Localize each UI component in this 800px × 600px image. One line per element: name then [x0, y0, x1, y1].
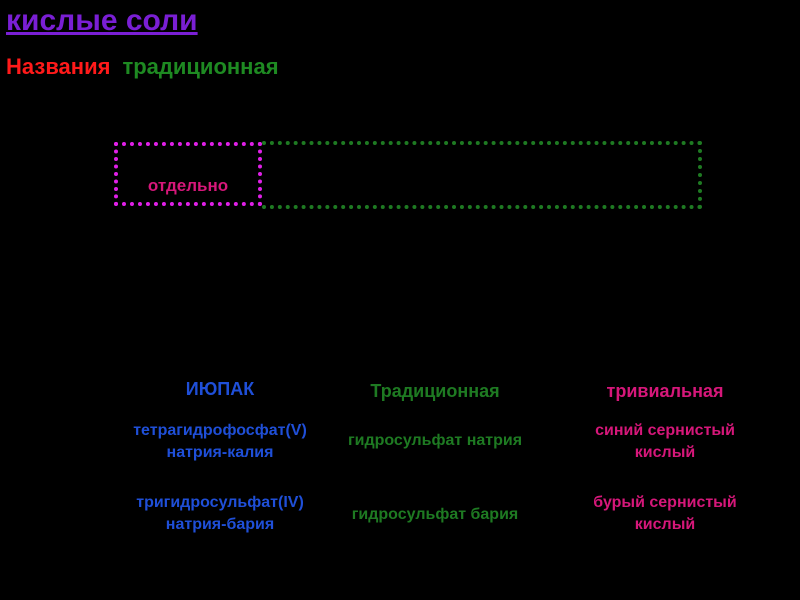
- subtitle: Названия традиционная: [6, 54, 279, 80]
- iupac-row2-line2: натрия-бария: [165, 516, 275, 533]
- trivial-row1-line1: синий сернистый: [595, 422, 735, 439]
- column-header-iupac: ИЮПАК: [120, 378, 320, 400]
- column-header-iupac-text: ИЮПАК: [185, 379, 255, 399]
- table-cell-trivial-row2: бурый сернистый кислый: [545, 492, 785, 536]
- formula-box-label: отдельно: [147, 176, 229, 195]
- iupac-row1-line1: тетрагидрофосфат(V): [133, 422, 307, 439]
- iupac-row1-line2: натрия-калия: [166, 444, 274, 461]
- column-header-traditional-text: Традиционная: [370, 381, 500, 401]
- slide-title: кислые соли: [6, 4, 198, 37]
- trivial-row1-line2: кислый: [634, 444, 696, 461]
- subtitle-names-label: Названия: [6, 54, 111, 79]
- column-header-traditional: Традиционная: [330, 380, 540, 402]
- column-header-trivial-text: тривиальная: [606, 381, 724, 401]
- formula-highlight-box: [114, 142, 262, 206]
- table-cell-traditional-row1: гидросульфат натрия: [320, 430, 550, 452]
- traditional-row1: гидросульфат натрия: [347, 432, 523, 449]
- trivial-row2-line2: кислый: [634, 516, 696, 533]
- traditional-row2: гидросульфат бария: [351, 506, 519, 523]
- subtitle-traditional-label: традиционная: [122, 54, 279, 79]
- table-cell-iupac-row1: тетрагидрофосфат(V) натрия-калия: [100, 420, 340, 464]
- trivial-row2-line1: бурый сернистый: [593, 494, 737, 511]
- table-cell-trivial-row1: синий сернистый кислый: [545, 420, 785, 464]
- iupac-row2-line1: тригидросульфат(IV): [136, 494, 304, 511]
- formula-remainder-box: [262, 141, 702, 209]
- table-cell-iupac-row2: тригидросульфат(IV) натрия-бария: [100, 492, 340, 536]
- column-header-trivial: тривиальная: [560, 380, 770, 402]
- table-cell-traditional-row2: гидросульфат бария: [320, 504, 550, 526]
